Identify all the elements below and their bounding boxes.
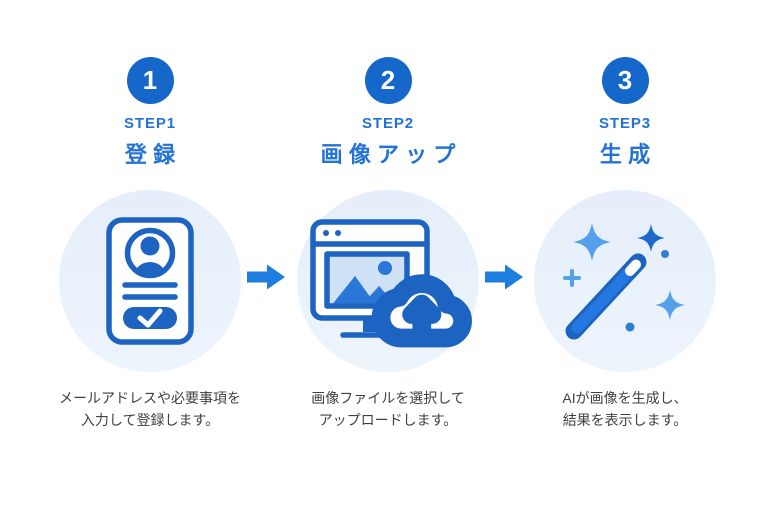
- step2-icon-circle: [297, 190, 479, 372]
- step2-title: 画像アップ: [320, 142, 462, 167]
- step3-description-line1: AIが画像を生成し、: [562, 390, 688, 406]
- step1-number: 1: [142, 65, 158, 95]
- step-column-registration: 1 STEP1 登録 メールアドレスや必要事項を 入力して登録します。: [40, 57, 260, 432]
- step1-description-line2: 入力して登録します。: [80, 411, 220, 428]
- step2-label: STEP2: [361, 115, 415, 132]
- step2-description-line2: アップロードします。: [318, 411, 458, 428]
- step3-title: 生成: [599, 142, 657, 167]
- step3-icon-circle: [534, 190, 716, 372]
- step-column-generate: 3 STEP3 生成 AIが画像を生成し、 結果を表示します。: [515, 57, 735, 432]
- image-upload-cloud-icon: [310, 219, 472, 348]
- arrow-right-icon: [247, 264, 285, 290]
- magic-wand-sparkles-icon: [563, 223, 685, 340]
- step1-description: メールアドレスや必要事項を 入力して登録します。: [40, 388, 260, 432]
- step3-number-badge: 3: [601, 57, 649, 104]
- step2-number-badge: 2: [364, 57, 412, 104]
- step2-number: 2: [380, 65, 396, 95]
- step2-description-line1: 画像ファイルを選択して: [311, 390, 465, 406]
- step3-number: 3: [617, 65, 633, 95]
- step3-description: AIが画像を生成し、 結果を表示します。: [515, 388, 735, 432]
- step1-title: 登録: [124, 142, 182, 167]
- step1-description-line1: メールアドレスや必要事項を: [59, 390, 241, 406]
- step-column-upload: 2 STEP2 画像アップ 画像ファイルを選択して アップロードします。: [278, 57, 498, 432]
- step1-number-badge: 1: [126, 57, 174, 104]
- arrow-right-icon: [485, 264, 523, 290]
- step1-label: STEP1: [123, 115, 177, 132]
- registration-form-icon: [106, 217, 194, 345]
- step3-label: STEP3: [598, 115, 652, 132]
- step3-description-line2: 結果を表示します。: [562, 411, 688, 428]
- step1-icon-circle: [59, 190, 241, 372]
- step2-description: 画像ファイルを選択して アップロードします。: [278, 388, 498, 432]
